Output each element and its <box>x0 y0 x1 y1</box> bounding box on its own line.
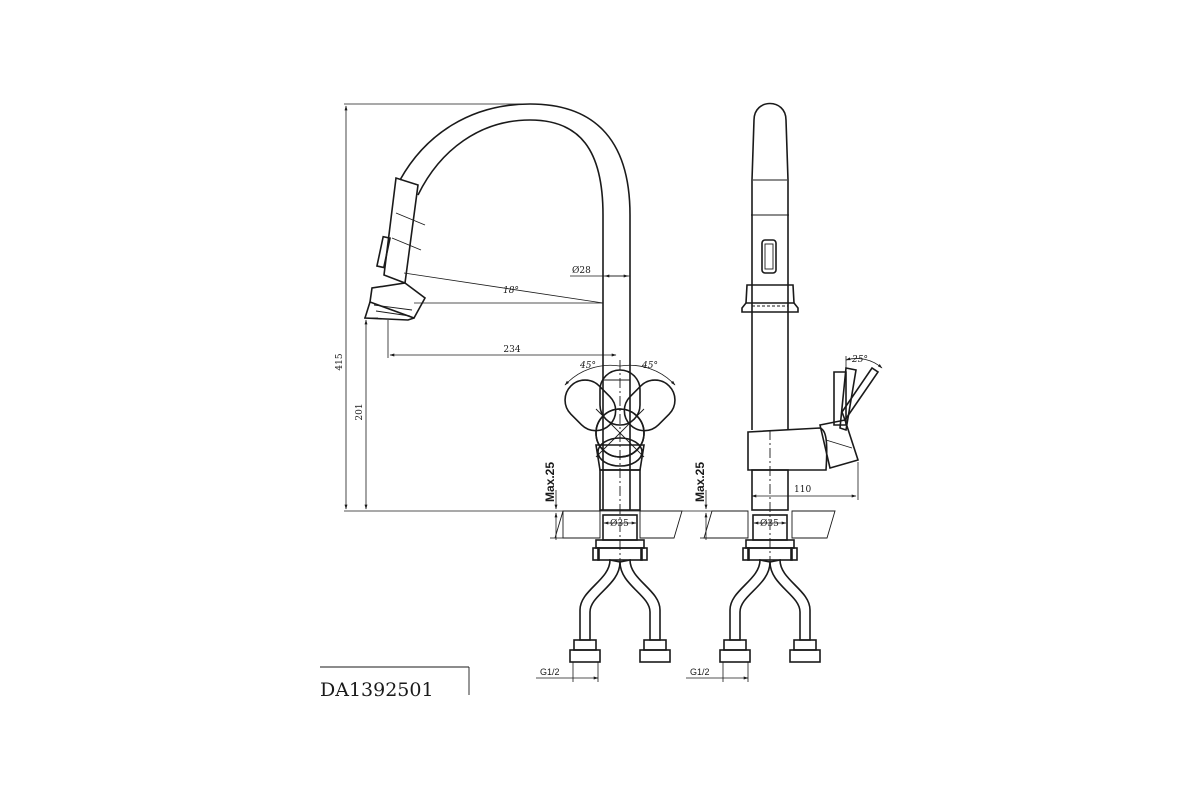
body-side <box>747 366 880 511</box>
dim-thread-side: G1/2 <box>690 667 710 677</box>
spout <box>363 103 631 510</box>
dim-head-angle: 18° <box>503 286 519 296</box>
dim-base-diameter-front: Ø35 <box>610 518 629 529</box>
dim-thread-front: G1/2 <box>540 667 560 677</box>
dim-max-deck-front: Max.25 <box>543 462 557 502</box>
dim-max-deck-side: Max.25 <box>693 462 707 502</box>
mounting-kit-side <box>719 514 821 663</box>
dim-height-total: 415 <box>335 353 345 370</box>
dim-handle-tilt: 25° <box>851 355 868 365</box>
dim-height-spout: 201 <box>355 403 365 420</box>
dimensions-front: 415 201 234 Ø28 18° 45° 45° <box>335 103 720 682</box>
dim-reach: 234 <box>503 345 520 355</box>
dim-handle-reach: 110 <box>794 485 811 495</box>
model-label: DA1392501 <box>320 666 470 701</box>
spout-side <box>741 102 799 430</box>
model-code: DA1392501 <box>320 679 434 701</box>
mounting-kit-front <box>569 514 671 663</box>
front-view: 415 201 234 Ø28 18° 45° 45° <box>335 103 720 682</box>
side-view: Max.25 Ø35 110 25° G1/2 <box>686 102 883 682</box>
dim-base-diameter-side: Ø35 <box>760 518 779 529</box>
dim-handle-angle-left: 45° <box>579 361 596 371</box>
dim-handle-angle-right: 45° <box>641 361 658 371</box>
dim-spout-diameter: Ø28 <box>572 265 591 276</box>
worktop-section-side <box>703 510 836 539</box>
dimensions-side: Max.25 Ø35 110 25° G1/2 <box>686 355 883 682</box>
